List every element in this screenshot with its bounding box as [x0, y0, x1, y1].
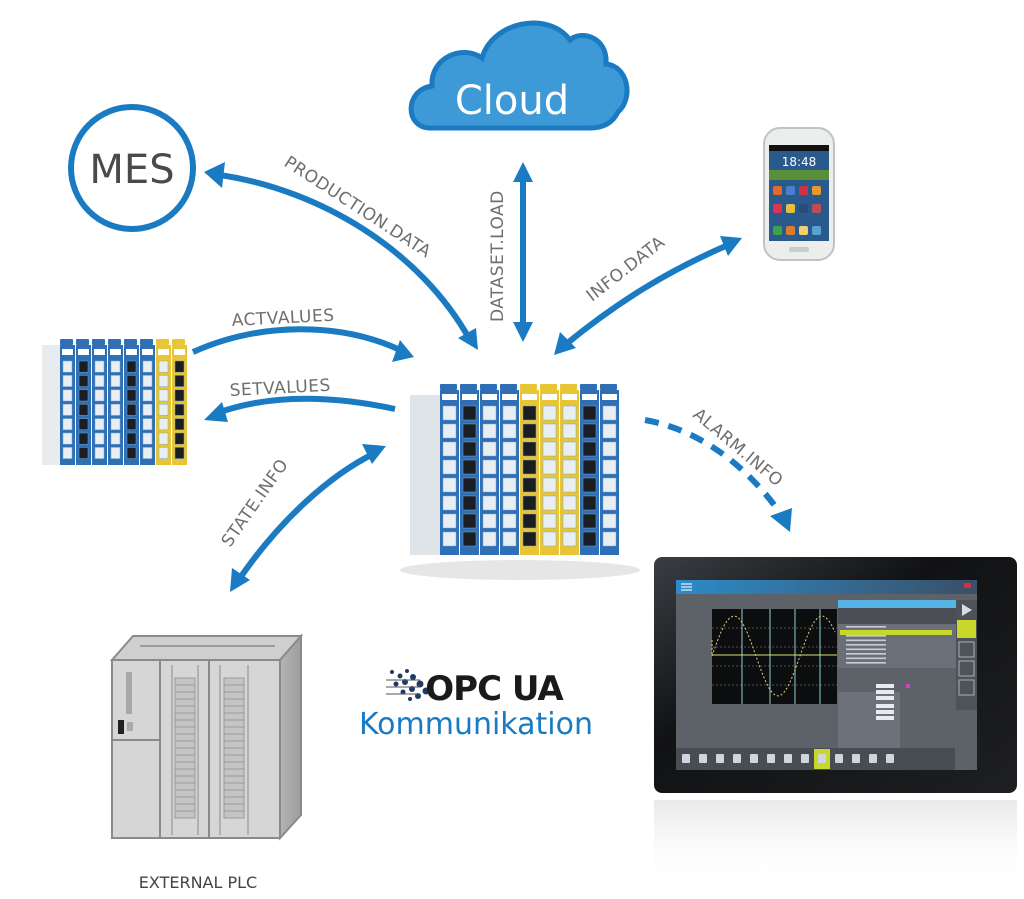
arrowhead-state-info-down — [230, 568, 250, 592]
module-slice — [156, 339, 171, 465]
hmi-toolbar-icon — [682, 754, 690, 763]
smartphone-node: 18:48 — [763, 127, 835, 261]
module-slice — [76, 339, 91, 465]
module-slice — [108, 339, 123, 465]
hmi-waveform — [711, 615, 836, 697]
arrowhead-production-data — [204, 162, 225, 188]
arrows — [191, 162, 792, 592]
arrow-setvalues — [219, 395, 396, 415]
label-info-data: INFO.DATA — [583, 232, 669, 306]
controller-node — [400, 384, 640, 580]
module-slice — [140, 339, 155, 465]
arrowhead-state-info-up — [362, 444, 386, 464]
hmi-toolbar-icon — [716, 754, 724, 763]
hmi-panel-node — [654, 557, 1017, 890]
arrow-alarm-info — [644, 417, 781, 512]
module-slice — [500, 384, 519, 555]
hmi-close-indicator — [964, 583, 971, 588]
smartphone-app-icons — [773, 186, 821, 235]
external-plc-node: EXTERNAL PLC — [109, 633, 304, 892]
opc-dots-icon — [386, 669, 430, 701]
opc-ua-logo: OPC UA Kommunikation — [359, 669, 593, 742]
label-production-data: PRODUCTION.DATA — [280, 152, 434, 262]
plc-io-slots-right — [223, 677, 245, 819]
module-slice — [520, 384, 539, 555]
hmi-toolbar-icon — [852, 754, 860, 763]
io-module-node — [42, 339, 187, 465]
arrow-info-data — [563, 242, 730, 348]
hmi-toolbar-icon — [886, 754, 894, 763]
arrowhead-dataset-load-down — [513, 322, 533, 342]
hmi-selected-list-row — [840, 630, 952, 635]
hamburger-menu-icon — [681, 583, 692, 591]
module-slice — [480, 384, 499, 555]
cloud-icon — [408, 20, 630, 131]
module-slice — [92, 339, 107, 465]
opc-ua-text: OPC UA — [425, 669, 564, 709]
hmi-active-side-button — [957, 620, 976, 638]
mes-label: MES — [89, 147, 174, 193]
hmi-trend-plot — [712, 609, 837, 704]
module-slice — [172, 339, 187, 465]
hmi-toolbar-icon — [767, 754, 775, 763]
mes-node: MES — [68, 104, 196, 232]
hmi-toolbar-icon — [699, 754, 707, 763]
hmi-toolbar-icon — [733, 754, 741, 763]
hmi-toolbar-icon — [784, 754, 792, 763]
module-slice — [600, 384, 619, 555]
arrow-production-data — [219, 172, 473, 342]
smartphone-clock: 18:48 — [782, 155, 817, 169]
hmi-toolbar-icon — [750, 754, 758, 763]
arrow-actvalues — [191, 326, 402, 355]
module-slice — [440, 384, 459, 555]
arrowhead-dataset-load-up — [513, 162, 533, 182]
cloud-label: Cloud — [455, 78, 569, 124]
module-slice — [560, 384, 579, 555]
arrowhead-info-data-down — [554, 332, 576, 355]
arrowhead-actvalues — [392, 340, 414, 362]
hmi-toolbar-icon — [818, 754, 826, 763]
plc-io-slots-left — [174, 677, 196, 819]
module-slice — [460, 384, 479, 555]
cloud-node: Cloud — [408, 20, 630, 131]
arrowhead-setvalues — [204, 402, 228, 422]
label-alarm-info: ALARM.INFO — [689, 405, 787, 492]
hmi-toolbar-icon — [835, 754, 843, 763]
module-slice — [124, 339, 139, 465]
hmi-toolbar-icon — [869, 754, 877, 763]
opc-caption: Kommunikation — [359, 707, 593, 742]
module-slice — [540, 384, 559, 555]
hmi-title-bar — [676, 580, 977, 594]
external-plc-label: EXTERNAL PLC — [139, 873, 257, 892]
hmi-toolbar-icon — [801, 754, 809, 763]
mes-circle — [68, 104, 196, 232]
label-dataset-load: DATASET.LOAD — [488, 190, 508, 322]
arrowhead-alarm-info — [770, 508, 792, 532]
module-slice — [580, 384, 599, 555]
arrowhead-info-data-up — [720, 236, 742, 256]
arrow-state-info — [237, 450, 377, 580]
label-state-info: STATE.INFO — [218, 455, 293, 551]
module-slice — [60, 339, 75, 465]
